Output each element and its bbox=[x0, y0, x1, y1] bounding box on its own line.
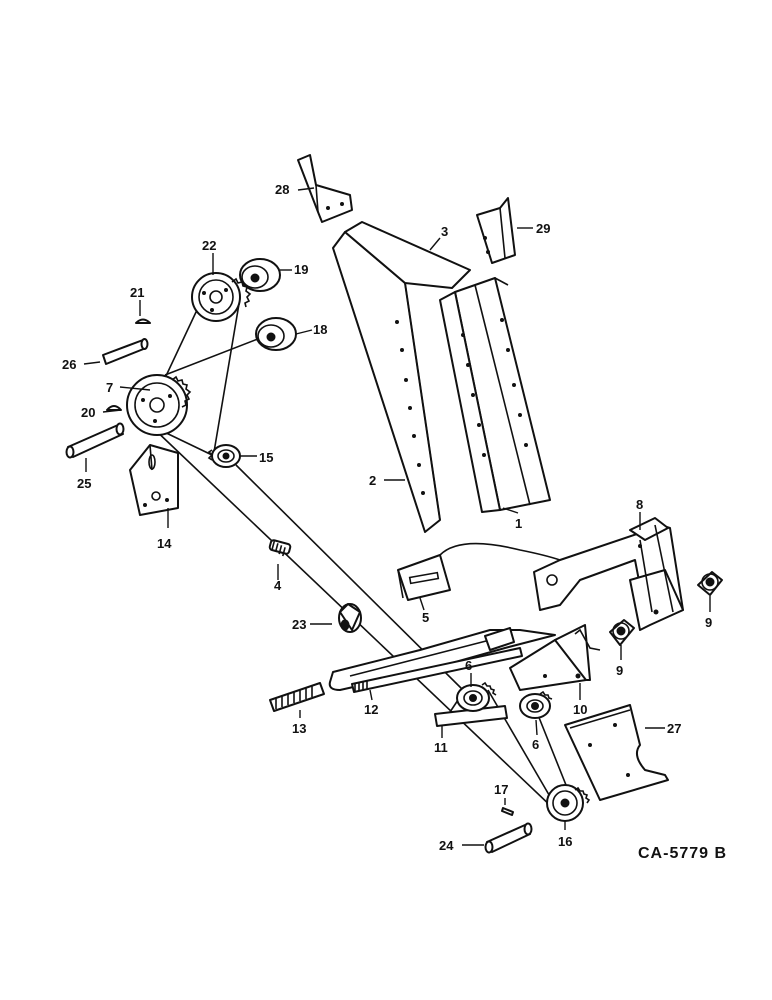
callout-23: 23 bbox=[292, 617, 306, 632]
callout-25: 25 bbox=[77, 476, 91, 491]
shield-27 bbox=[564, 704, 669, 801]
callout-7: 7 bbox=[106, 380, 113, 395]
shaft-24 bbox=[484, 822, 533, 854]
arm-12 bbox=[328, 627, 556, 691]
shaft-25 bbox=[65, 422, 125, 459]
callout-6a: 6 bbox=[465, 658, 472, 673]
spring-13 bbox=[269, 682, 325, 712]
callout-3: 3 bbox=[441, 224, 448, 239]
sprocket-22 bbox=[191, 272, 252, 322]
callout-17: 17 bbox=[494, 782, 508, 797]
bracket-14 bbox=[129, 444, 179, 516]
key-21 bbox=[135, 318, 151, 324]
callout-21: 21 bbox=[130, 285, 144, 300]
sprocket-7 bbox=[126, 374, 192, 436]
callout-11: 11 bbox=[434, 740, 448, 755]
frame-8 bbox=[439, 517, 684, 631]
sprocket-16 bbox=[546, 784, 591, 822]
callout-20: 20 bbox=[81, 405, 95, 420]
callout-22: 22 bbox=[202, 238, 216, 253]
callout-28: 28 bbox=[275, 182, 289, 197]
callout-16: 16 bbox=[558, 834, 572, 849]
callout-26: 26 bbox=[62, 357, 76, 372]
callout-10: 10 bbox=[573, 702, 587, 717]
callout-2: 2 bbox=[369, 473, 376, 488]
callout-12: 12 bbox=[364, 702, 378, 717]
key-20 bbox=[106, 405, 122, 411]
callout-labels: 1 2 3 4 5 6 6 7 8 9 9 10 11 12 13 14 15 … bbox=[62, 182, 712, 853]
key-17 bbox=[501, 807, 514, 816]
callout-1: 1 bbox=[515, 516, 522, 531]
shaft-26 bbox=[102, 338, 149, 365]
rod-12 bbox=[351, 647, 523, 693]
callout-29: 29 bbox=[536, 221, 550, 236]
leader-lines bbox=[83, 187, 711, 846]
callout-18: 18 bbox=[313, 322, 327, 337]
bracket-10 bbox=[509, 624, 601, 691]
shield-panel-2 bbox=[332, 221, 471, 533]
callout-15: 15 bbox=[259, 450, 273, 465]
roller-23 bbox=[338, 603, 362, 633]
callout-6b: 6 bbox=[532, 737, 539, 752]
callout-8: 8 bbox=[636, 497, 643, 512]
sprocket-6-right bbox=[519, 690, 553, 719]
callout-5: 5 bbox=[422, 610, 429, 625]
spring-4 bbox=[268, 539, 292, 557]
callout-27: 27 bbox=[667, 721, 681, 736]
callout-24: 24 bbox=[439, 838, 454, 853]
callout-14: 14 bbox=[157, 536, 172, 551]
sprocket-6-left bbox=[456, 681, 497, 712]
callout-19: 19 bbox=[294, 262, 308, 277]
callout-9b: 9 bbox=[616, 663, 623, 678]
hub-18 bbox=[255, 317, 297, 351]
idler-15 bbox=[207, 444, 241, 468]
shield-panel-1 bbox=[439, 277, 551, 513]
hub-19 bbox=[239, 258, 281, 292]
callout-9a: 9 bbox=[705, 615, 712, 630]
callout-4: 4 bbox=[274, 578, 282, 593]
bracket-28 bbox=[297, 154, 353, 223]
fitting-9-right bbox=[697, 571, 723, 596]
bracket-5 bbox=[397, 554, 451, 601]
bracket-29 bbox=[476, 197, 516, 264]
drawing-reference: CA-5779 B bbox=[638, 845, 727, 862]
fitting-9-center bbox=[609, 619, 635, 646]
callout-13: 13 bbox=[292, 721, 306, 736]
